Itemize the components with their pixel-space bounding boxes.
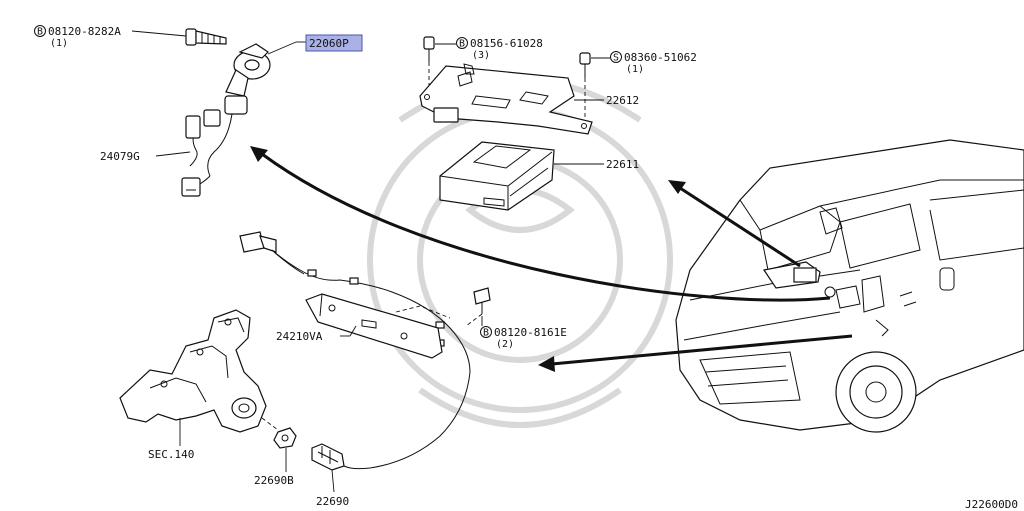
quantity-label: (1)	[626, 64, 644, 75]
quantity-label: (2)	[496, 339, 514, 350]
callout-knock-sensor[interactable]: 22060P	[267, 34, 363, 55]
callout-prefix: B	[37, 27, 43, 38]
part-number-label: 08120-8161E	[494, 326, 567, 339]
sensor-wire	[271, 249, 471, 470]
knock-sensor-icon	[225, 43, 271, 97]
section-reference-label: SEC.140	[148, 448, 194, 461]
callout-bracket: 22612	[574, 94, 639, 107]
watermark-emblem	[367, 77, 673, 428]
callout-bolt-sensor: B 08120-8161E (2)	[480, 316, 567, 350]
quantity-label: (1)	[50, 38, 68, 49]
callout-harness-bracket: 24210VA	[276, 325, 357, 343]
nut-icon	[261, 417, 297, 449]
part-number-label: 08156-61028	[470, 37, 543, 50]
harness-icon	[181, 95, 248, 197]
callout-bolt-top-left: B 08120-8282A (1)	[34, 25, 187, 49]
part-number-label: 22611	[606, 158, 639, 171]
oxygen-sensor-group: 24210VA B 08120-8161E (2) SEC.140 22690B…	[119, 231, 567, 508]
callout-harness: 24079G	[100, 150, 191, 163]
exhaust-manifold-icon	[119, 309, 267, 433]
diagram-code-label: J22600D0	[965, 498, 1018, 511]
callout-prefix: S	[613, 53, 619, 64]
bolt-icon	[465, 287, 491, 327]
callout-nut: 22690B	[254, 448, 294, 487]
knock-sensor-group: B 08120-8282A (1) 22060P 24079G	[34, 25, 363, 197]
control-unit-icon	[439, 141, 555, 211]
oxygen-sensor-icon	[311, 443, 345, 471]
part-number-label: 24079G	[100, 150, 140, 163]
location-arrows	[250, 146, 853, 372]
callout-control-unit: 22611	[554, 158, 639, 171]
arrow-to-oxygen-sensor	[551, 334, 853, 366]
callout-oxygen-sensor: 22690	[316, 469, 349, 508]
quantity-label: (3)	[472, 50, 490, 61]
part-number-label: 22690B	[254, 474, 294, 487]
part-number-label: 08360-51062	[624, 51, 697, 64]
screw-icon	[579, 52, 591, 120]
callout-screw-bracket: S 08360-51062 (1)	[591, 51, 697, 75]
van-illustration	[675, 139, 1024, 433]
bracket-icon	[419, 63, 593, 135]
part-number-label: 22690	[316, 495, 349, 508]
callout-prefix: B	[483, 328, 489, 339]
callout-bolt-bracket: B 08156-61028 (3)	[435, 37, 543, 61]
connector-icon	[239, 231, 277, 253]
part-number-label: 08120-8282A	[48, 25, 121, 38]
part-number-label: 22060P	[309, 37, 349, 50]
control-unit-group: B 08156-61028 (3) S 08360-51062 (1) 2261…	[419, 36, 697, 211]
harness-bracket-icon	[305, 293, 451, 359]
callout-prefix: B	[459, 39, 465, 50]
part-number-label: 22612	[606, 94, 639, 107]
highlight-box	[305, 34, 363, 52]
part-number-label: 24210VA	[276, 330, 323, 343]
arrow-to-knock-sensor	[261, 152, 831, 302]
bolt-icon	[185, 28, 227, 46]
callout-manifold-ref: SEC.140	[148, 418, 194, 461]
arrow-to-control-unit	[679, 186, 801, 268]
